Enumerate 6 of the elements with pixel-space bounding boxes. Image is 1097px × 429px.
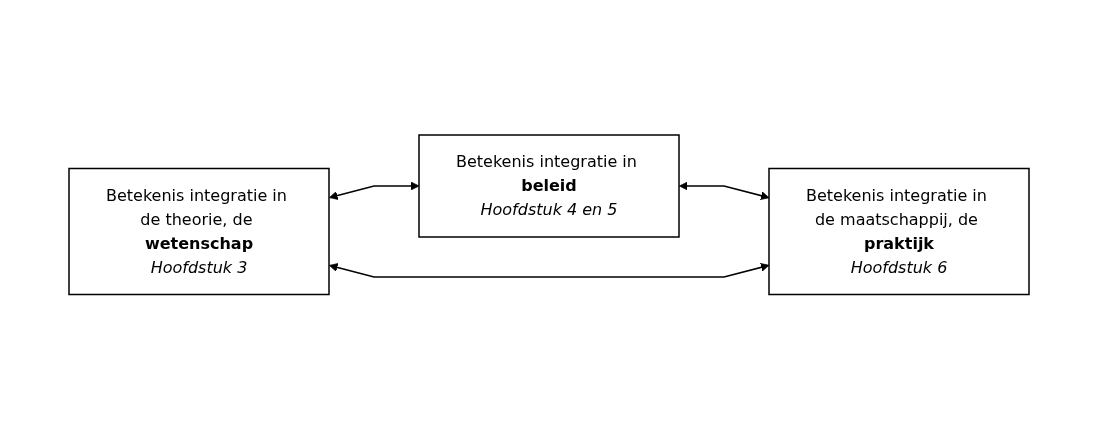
arrow [678, 181, 769, 200]
arrow [328, 262, 769, 278]
arrow [328, 181, 419, 200]
node-box: Betekenis integratie in de theorie, de wetenschap Hoofdstuk 3 [67, 167, 330, 295]
node-box: Betekenis integratie in beleid Hoofdstuk 4 en 5 [417, 134, 680, 238]
node-box: Betekenis integratie in de maatschappij, de praktijk Hoofdstuk 6 [767, 167, 1030, 295]
